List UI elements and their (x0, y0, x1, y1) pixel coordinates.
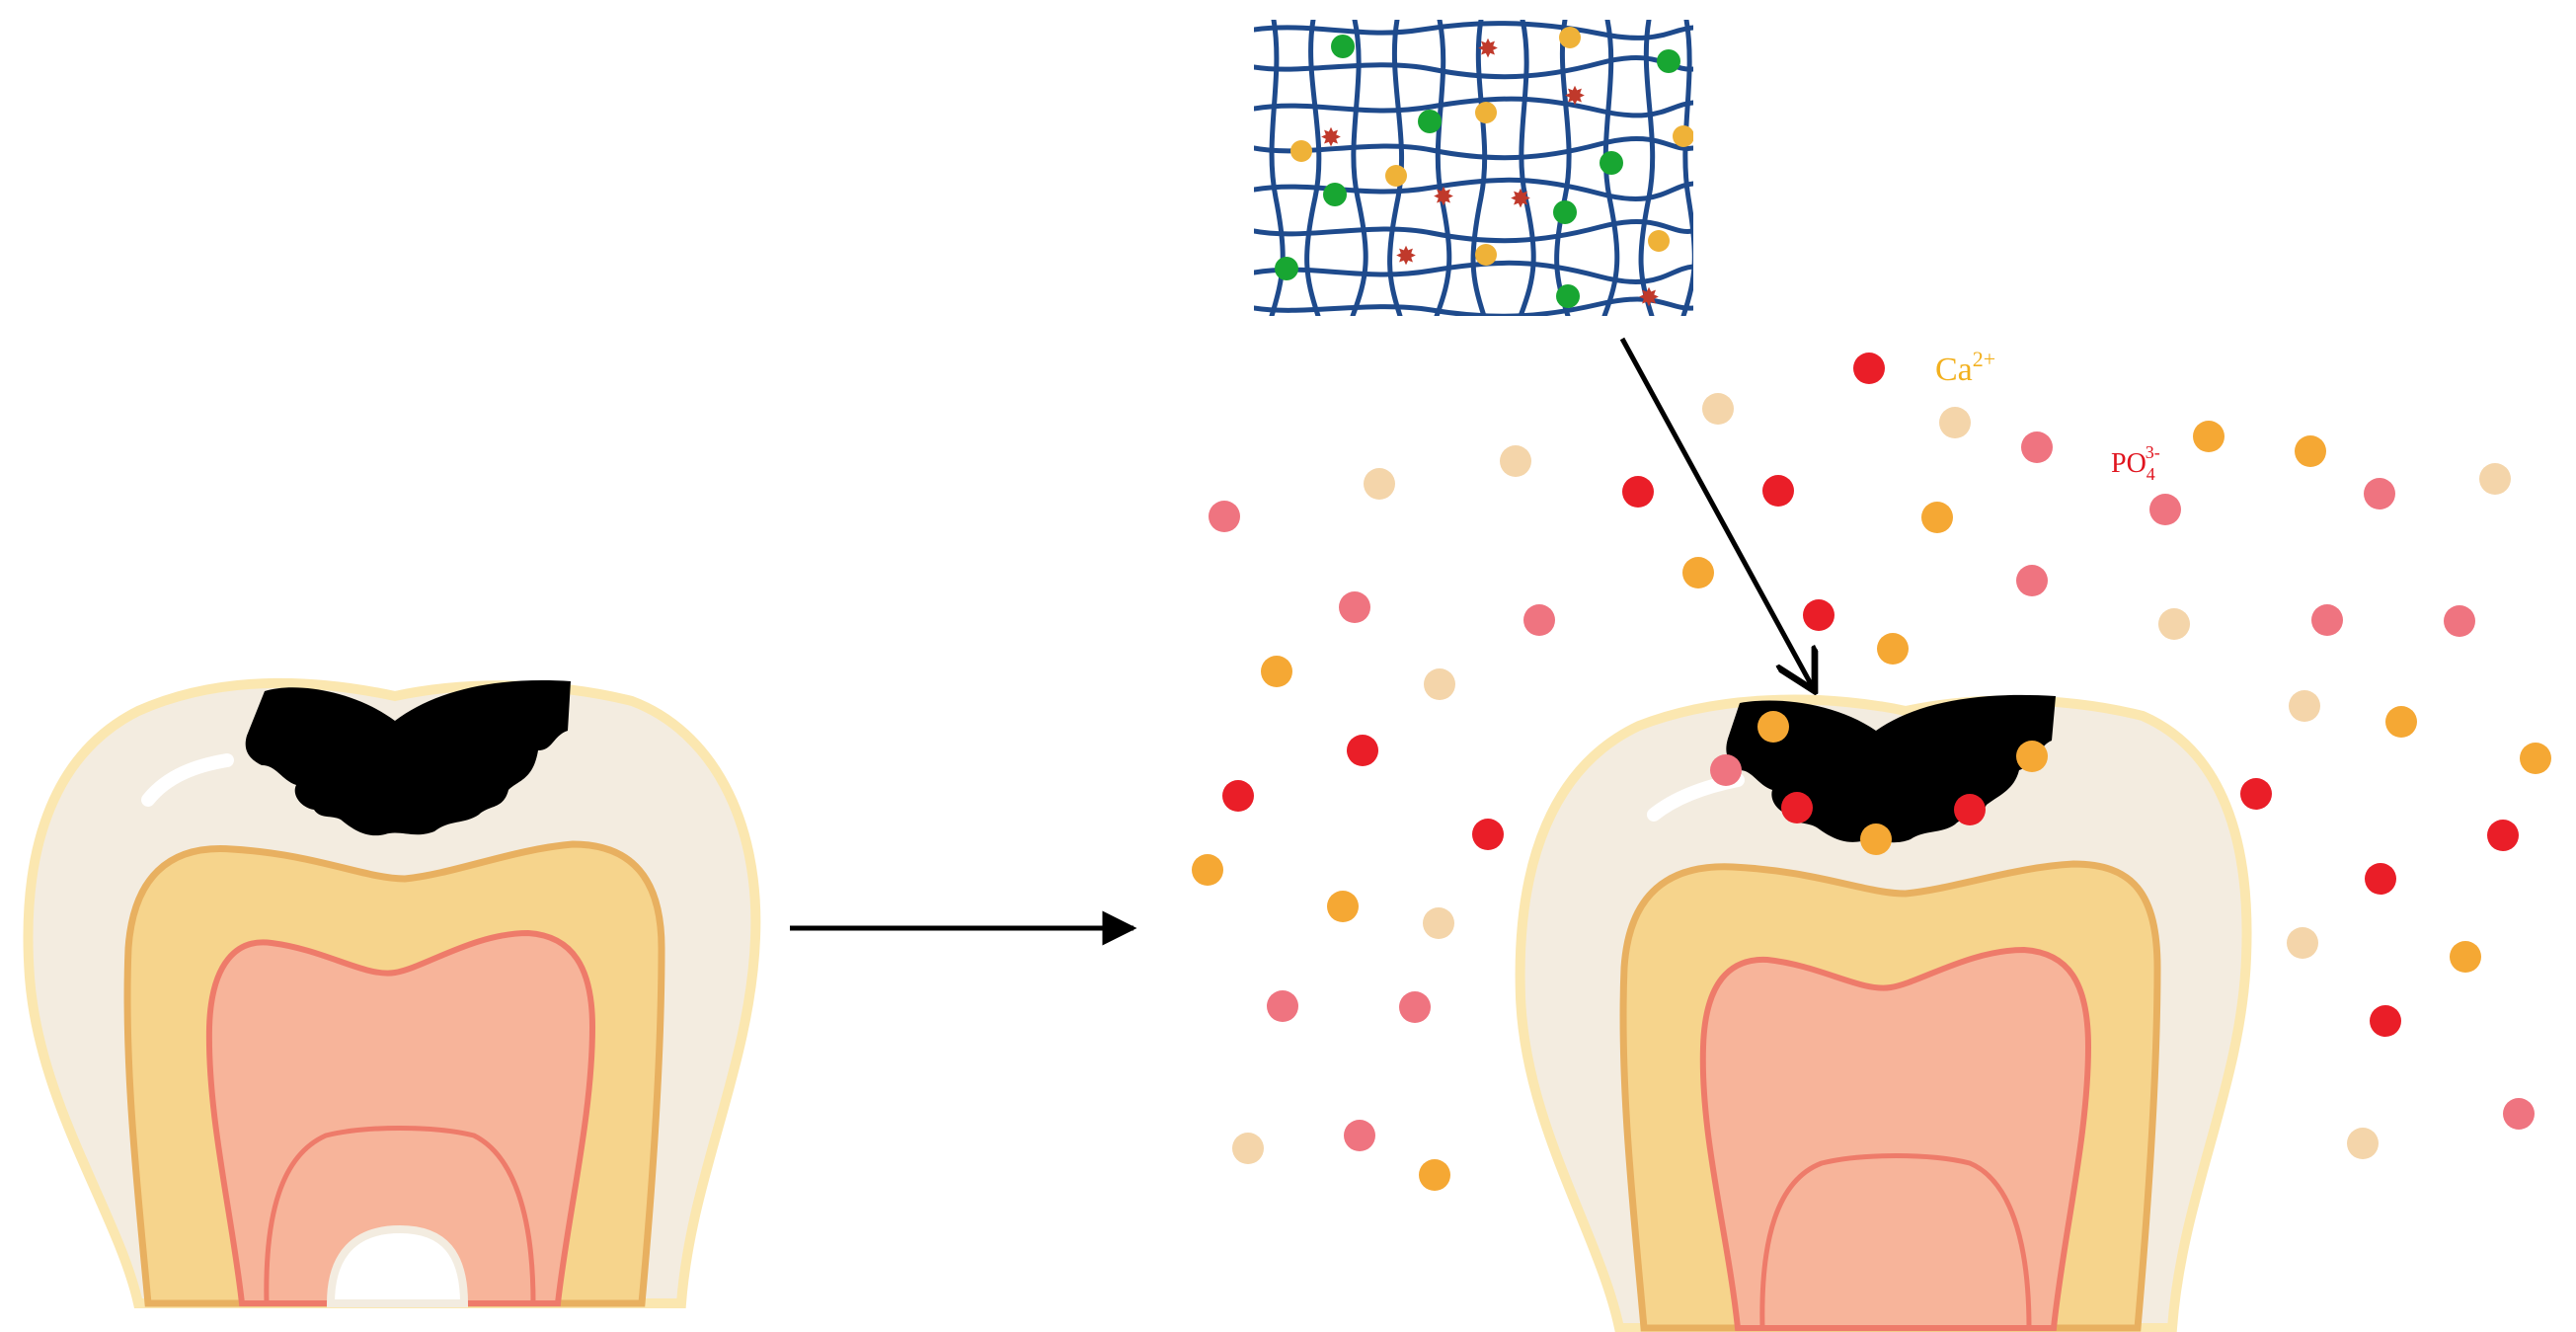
phosphate-ion-dot (2016, 565, 2048, 596)
phosphate-ion-dot (1803, 599, 1834, 631)
calcium-ion-dot (1261, 656, 1292, 687)
calcium-ion-dot (1860, 823, 1892, 855)
calcium-ion-dot (1419, 1159, 1450, 1191)
phosphate-ion-dot (1853, 353, 1885, 384)
phosphate-ion-dot (2370, 1005, 2401, 1037)
pulp (205, 929, 596, 1306)
pulp (1699, 946, 2092, 1331)
calcium-ion-dot (1702, 393, 1734, 425)
mesh-star-particles: ✸ ✸ ✸ ✸ ✸ ✸ ✸ (1320, 35, 1660, 313)
phosphate-ion-dot (1209, 501, 1240, 532)
diagonal-arrow-icon (1619, 337, 1815, 691)
calcium-ion-dot (2158, 608, 2190, 640)
root-canal-line (264, 1126, 536, 1304)
hydrogel-mesh-icon: ✸ ✸ ✸ ✸ ✸ ✸ ✸ (1254, 20, 1693, 316)
calcium-ion-dot (2450, 941, 2481, 973)
calcium-ion-dot (1364, 468, 1395, 500)
enamel-highlight (141, 753, 234, 807)
caries-lesion (245, 680, 571, 836)
phosphate-ion-dot (1523, 604, 1555, 636)
calcium-symbol: Ca (1935, 352, 1973, 388)
calcium-ion-dot (1424, 668, 1455, 700)
phosphate-ion-dot (1762, 475, 1794, 507)
phosphate-charge: 3- (2146, 442, 2160, 462)
svg-text:✸: ✸ (1564, 82, 1586, 112)
calcium-ion-dot (2295, 435, 2326, 467)
calcium-ion-dot (1327, 891, 1359, 922)
phosphate-ion-dot (2365, 863, 2396, 895)
root-gap (326, 1224, 469, 1307)
phosphate-ion-dot (2487, 820, 2519, 851)
calcium-ion-dot (2016, 741, 2048, 772)
phosphate-ion-dot (2149, 494, 2181, 525)
phosphate-ion-dot (2444, 605, 2475, 637)
calcium-ion-dot (1939, 407, 1971, 438)
phosphate-ion-dot (2021, 431, 2053, 463)
phosphate-ion-dot (1781, 792, 1813, 823)
calcium-ion-dot (1232, 1133, 1264, 1164)
calcium-ion-dot (2287, 927, 2318, 959)
calcium-charge: 2+ (1973, 347, 1995, 371)
svg-text:✸: ✸ (1510, 185, 1531, 214)
ion-particles (1192, 353, 2551, 1191)
calcium-ion-dot (1757, 711, 1789, 743)
phosphate-ion-dot (1267, 990, 1298, 1022)
calcium-ion-dot (1192, 854, 1223, 886)
calcium-ion-dot (2520, 743, 2551, 774)
calcium-ion-dot (1423, 907, 1454, 939)
phosphate-ion-dot (2503, 1098, 2535, 1130)
calcium-ion-dot (2289, 690, 2320, 722)
calcium-ion-dot (2479, 463, 2511, 495)
root-canal-line (1759, 1153, 2032, 1329)
mesh-yellow-particles (1290, 27, 1693, 266)
svg-text:✸: ✸ (1320, 123, 1342, 153)
calcium-ion-dot (1500, 445, 1531, 477)
mesh-vertical-strands (1269, 20, 1693, 316)
phosphate-ion-dot (1344, 1120, 1375, 1151)
calcium-ion-label: Ca2+ (1935, 347, 1995, 388)
phosphate-ion-dot (1347, 735, 1378, 766)
svg-text:✸: ✸ (1638, 283, 1660, 313)
svg-text:✸: ✸ (1395, 242, 1417, 272)
calcium-ion-dot (2193, 421, 2225, 452)
phosphate-ion-dot (1399, 991, 1431, 1023)
phosphate-ion-dot (1339, 591, 1370, 623)
phosphate-ion-label: PO43- (2111, 442, 2160, 484)
calcium-ion-dot (1877, 633, 1909, 665)
phosphate-ion-dot (1472, 819, 1504, 850)
phosphate-ion-dot (2240, 778, 2272, 810)
phosphate-ion-dot (1954, 794, 1986, 825)
mesh-green-particles (1275, 35, 1680, 308)
phosphate-ion-dot (2311, 604, 2343, 636)
calcium-ion-dot (2385, 706, 2417, 738)
phosphate-ion-dot (1710, 754, 1742, 786)
phosphate-subscript: 4 (2147, 464, 2155, 484)
phosphate-symbol: PO (2111, 448, 2147, 479)
svg-text:✸: ✸ (1477, 35, 1499, 64)
calcium-ion-dot (1921, 502, 1953, 533)
phosphate-ion-dot (1222, 780, 1254, 812)
remineralizing-tooth-icon (1515, 694, 2252, 1332)
calcium-ion-dot (1682, 557, 1714, 588)
phosphate-ion-dot (1622, 476, 1654, 508)
svg-text:✸: ✸ (1433, 183, 1454, 212)
carious-tooth-icon (23, 677, 761, 1308)
calcium-ion-dot (2347, 1128, 2379, 1159)
phosphate-ion-dot (2364, 478, 2395, 509)
